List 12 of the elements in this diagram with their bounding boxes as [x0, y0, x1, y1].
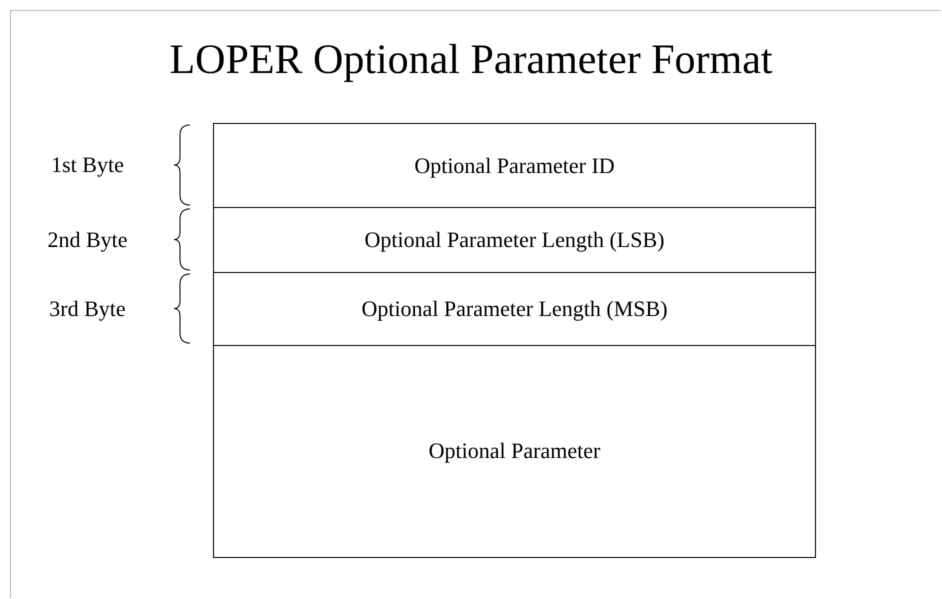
field-row	[213, 345, 816, 558]
diagram-title: LOPER Optional Parameter Format	[168, 36, 774, 84]
byte-label: 3rd Byte	[48, 296, 127, 322]
field-row	[213, 272, 816, 346]
field-name: Optional Parameter	[428, 438, 600, 464]
field-name: Optional Parameter ID	[414, 152, 615, 178]
field-name: Optional Parameter Length (MSB)	[361, 296, 668, 322]
field-name: Optional Parameter Length (LSB)	[364, 226, 664, 252]
byte-label: 2nd Byte	[46, 226, 129, 252]
field-row	[213, 123, 816, 208]
field-row	[213, 207, 816, 273]
byte-label: 1st Byte	[50, 152, 125, 178]
